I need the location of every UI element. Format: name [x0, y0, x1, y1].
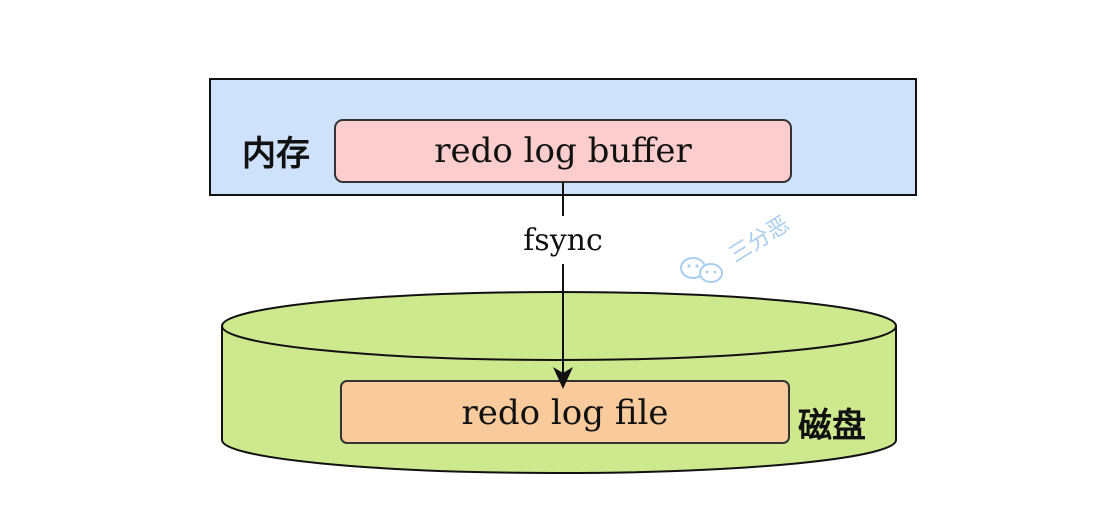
disk-label: 磁盘 [798, 406, 866, 446]
memory-region: 内存 redo log buffer [209, 78, 917, 196]
disk-cylinder: redo log file 磁盘 [221, 291, 897, 474]
disk-top-surface [221, 291, 897, 361]
watermark: 三分恶 [680, 212, 794, 283]
redo-log-file-label: redo log file [461, 393, 668, 433]
fsync-connector: fsync [523, 182, 603, 389]
redo-log-buffer-label: redo log buffer [434, 131, 692, 171]
fsync-label: fsync [523, 223, 603, 258]
memory-label: 内存 [242, 134, 310, 174]
wechat-icon [680, 257, 723, 283]
watermark-text: 三分恶 [725, 212, 794, 268]
